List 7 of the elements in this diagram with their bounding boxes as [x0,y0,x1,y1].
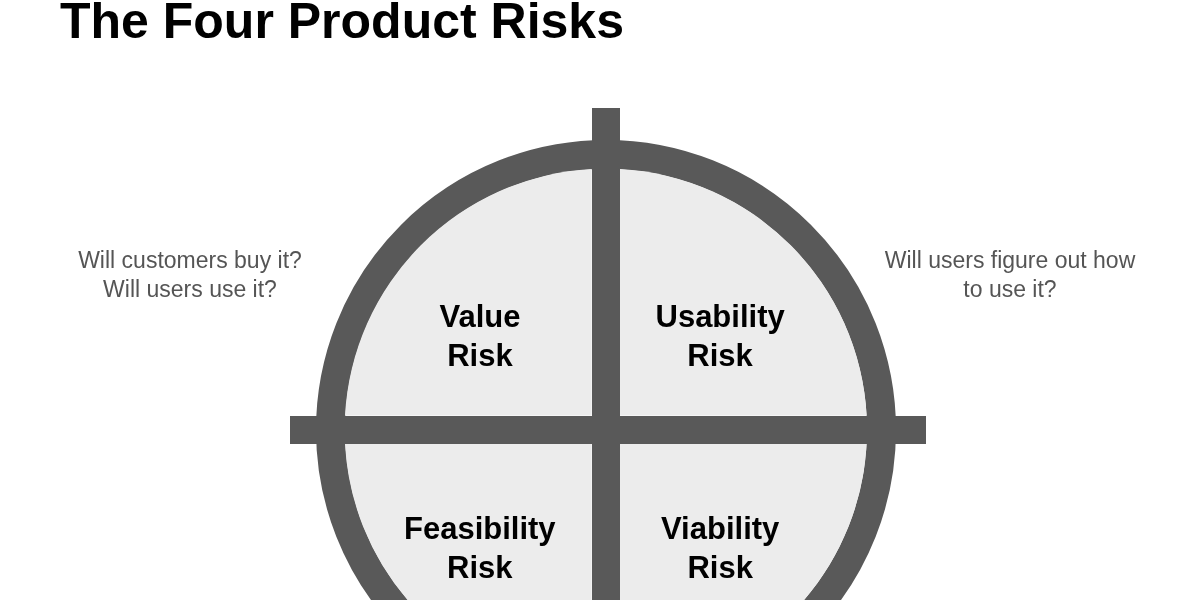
risk-label: Feasibility Risk [404,510,556,587]
question-text: Will users figure out how to use it? [883,246,1137,304]
risk-label: Usability Risk [655,298,785,375]
risk-label: Value Risk [439,298,521,375]
diagram-title: The Four Product Risks [60,0,624,42]
question-text: Will customers buy it? Will users use it? [77,246,303,304]
risk-label: Viability Risk [661,510,780,587]
